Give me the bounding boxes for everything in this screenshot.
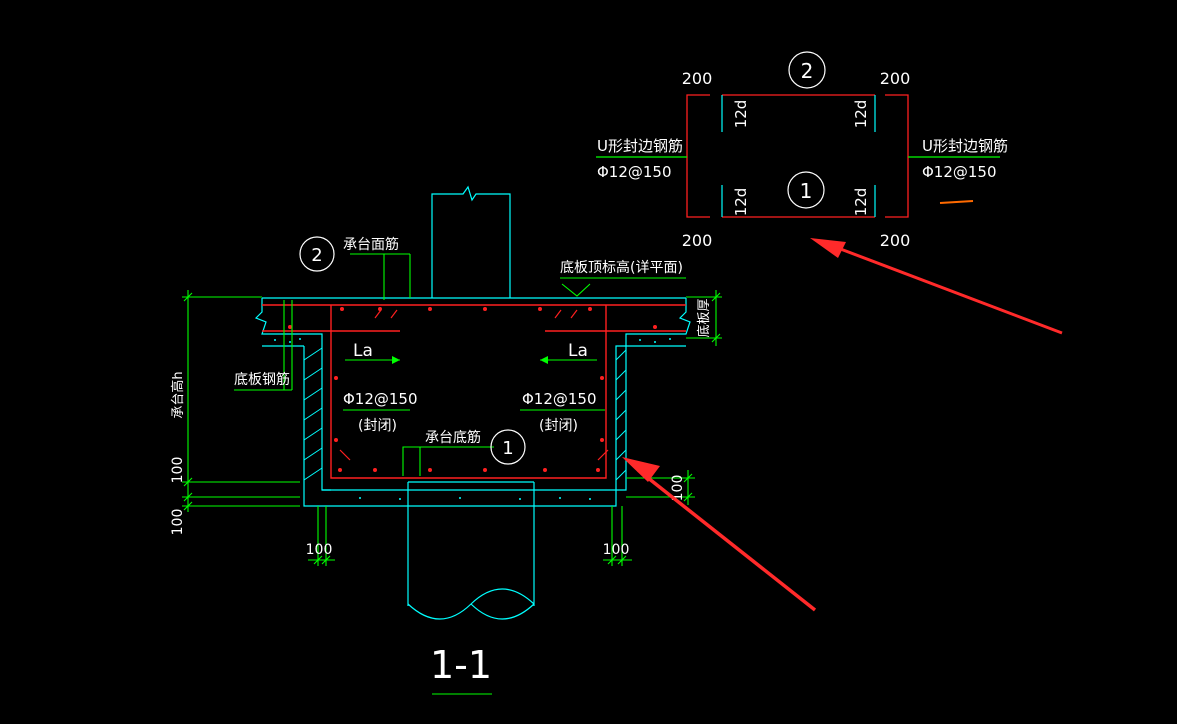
la-left: La	[353, 341, 373, 361]
closed-right: (封闭)	[539, 418, 578, 434]
plan-anchor-tr: 12d	[852, 100, 870, 129]
la-right: La	[568, 341, 588, 361]
label-cap-height: 承台高h	[170, 371, 186, 418]
section-view: 2 1 承台面筋 底板顶标高(详平面) 底板厚 承台高h 底板钢筋 La La …	[170, 185, 722, 695]
section-marker-2: 2	[311, 245, 322, 266]
section-title: 1-1	[430, 643, 492, 687]
label-bottom-rebar: 承台底筋	[425, 429, 481, 446]
la-arrows	[392, 356, 548, 364]
plan-dim-top-left: 200	[682, 69, 713, 88]
section-column	[431, 185, 511, 298]
hook-marks	[339, 309, 609, 461]
dim-100-bottom-right: 100	[603, 542, 630, 558]
section-marker-1: 1	[502, 438, 513, 459]
plan-marker-2-circle	[788, 51, 826, 89]
plan-label-right-name: U形封边钢筋	[922, 137, 1008, 155]
annotation-arrow-top	[810, 238, 1063, 335]
plan-label-left-spec: Φ12@150	[597, 163, 672, 181]
spec-left: Φ12@150	[343, 390, 418, 408]
plan-marker-1: 1	[800, 179, 813, 203]
plan-marker-1-circle	[787, 171, 825, 209]
section-dimensions	[182, 253, 722, 695]
plan-anchor-br: 12d	[852, 188, 870, 217]
plan-label-right-spec: Φ12@150	[922, 163, 997, 181]
plan-rebar-outline	[686, 94, 909, 218]
plan-anchor-bl: 12d	[732, 188, 750, 217]
plan-inner-concrete	[721, 95, 876, 217]
label-slab-top: 底板顶标高(详平面)	[560, 259, 683, 276]
pile	[407, 481, 535, 620]
closed-left: (封闭)	[358, 418, 397, 434]
dimension-ticks	[183, 292, 721, 565]
concrete-speckle	[274, 338, 671, 500]
dim-100-bottom-left: 100	[306, 542, 333, 558]
spec-right: Φ12@150	[522, 390, 597, 408]
annotation-arrow-bottom	[622, 457, 817, 612]
plan-marker-2: 2	[801, 59, 814, 83]
label-slab-rebar: 底板钢筋	[234, 371, 290, 388]
wall-hatching	[303, 347, 627, 481]
plan-dim-bottom-right: 200	[880, 231, 911, 250]
label-slab-thickness: 底板厚	[696, 298, 712, 337]
plan-view: 2 1 200 200 200 200 12d 12d 12d 12d U形封边…	[596, 51, 1008, 250]
dim-100-right: 100	[670, 475, 686, 502]
plan-dim-top-right: 200	[880, 69, 911, 88]
plan-dim-bottom-left: 200	[682, 231, 713, 250]
plan-orange-mark	[939, 200, 974, 204]
section-rebar	[262, 304, 686, 479]
dim-100-left-b: 100	[170, 509, 186, 536]
plan-label-left-name: U形封边钢筋	[597, 137, 683, 155]
label-top-rebar: 承台面筋	[343, 236, 399, 253]
rebar-dots	[288, 307, 657, 472]
dim-100-left-a: 100	[170, 457, 186, 484]
left-slab	[254, 298, 691, 507]
plan-anchor-tl: 12d	[732, 100, 750, 129]
section-marker-1-circle	[490, 429, 526, 465]
section-marker-2-circle	[299, 236, 335, 272]
